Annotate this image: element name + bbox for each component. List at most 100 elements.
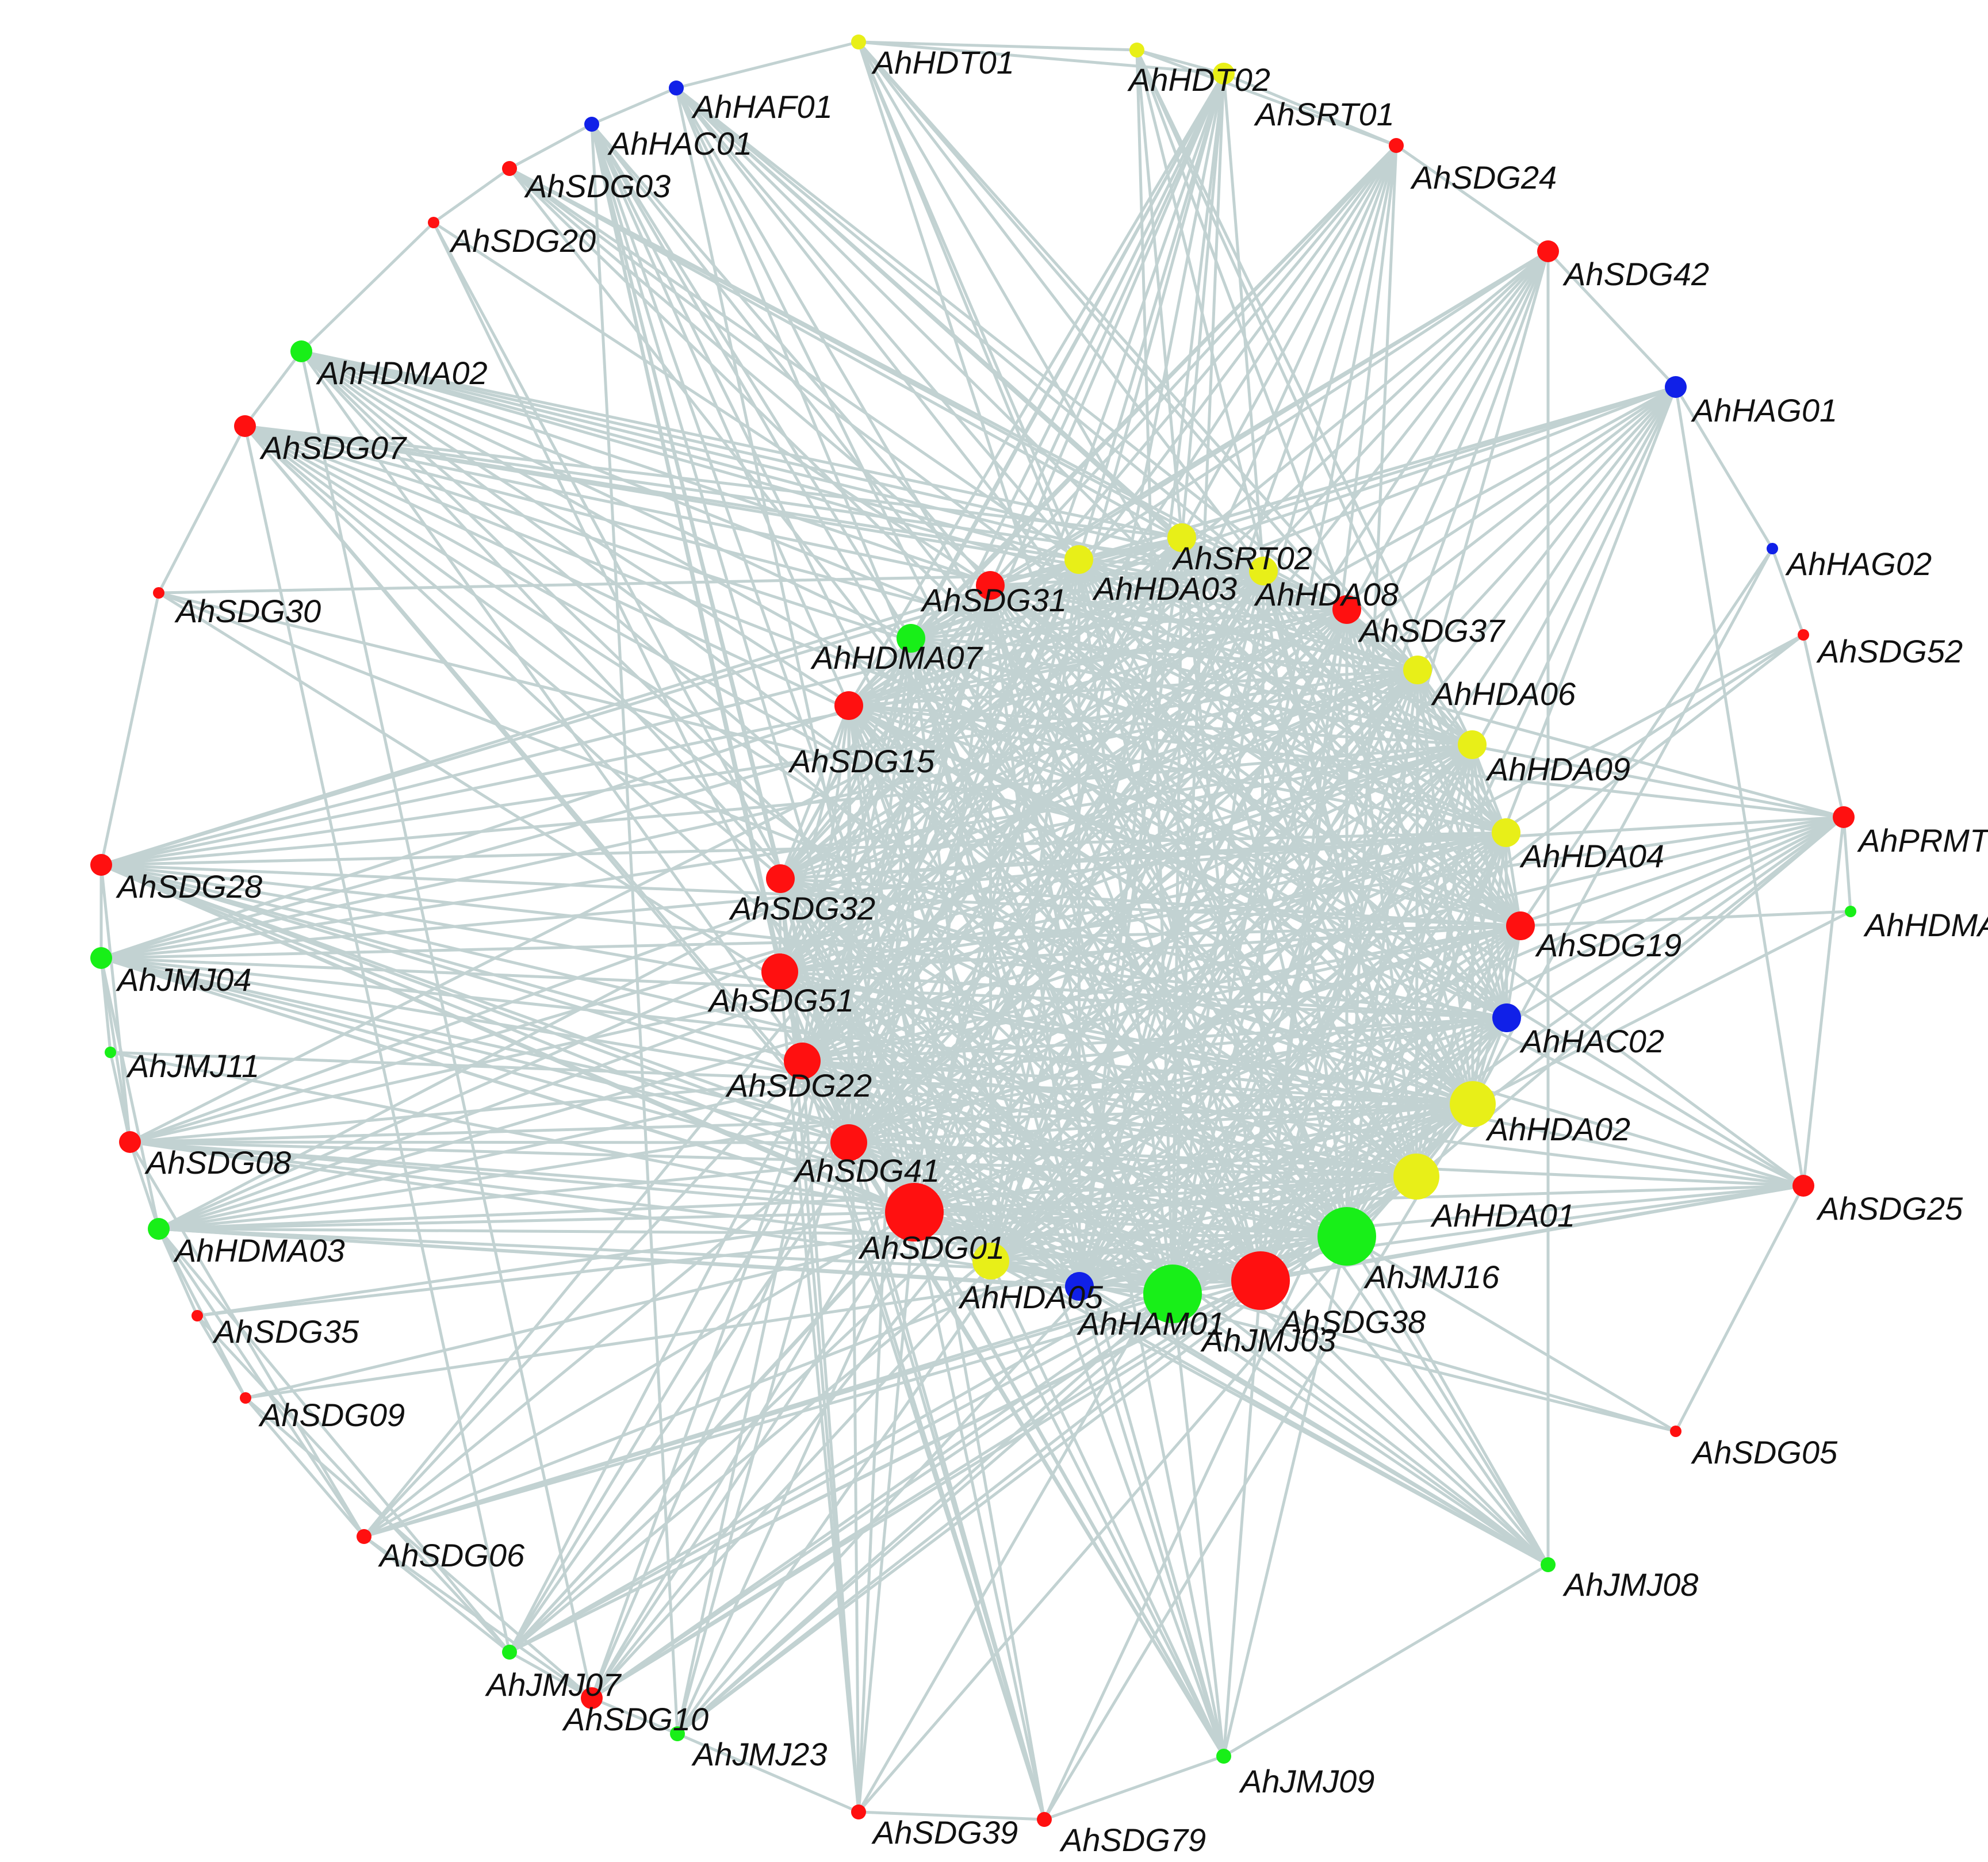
edge-AhJMJ07-AhSDG38 xyxy=(508,1279,1262,1654)
node-AhJMJ09[interactable] xyxy=(1216,1749,1231,1764)
edge-AhHDT01-AhHAF01 xyxy=(676,40,859,90)
node-AhSDG01[interactable] xyxy=(885,1183,944,1242)
node-AhJMJ03[interactable] xyxy=(1143,1265,1202,1323)
node-AhSDG39[interactable] xyxy=(851,1804,866,1819)
edge-AhSDG22-AhHDA04 xyxy=(802,831,1507,1063)
node-AhSRT02[interactable] xyxy=(1167,523,1196,552)
node-AhHDA08[interactable] xyxy=(1249,557,1278,585)
edge-AhSDG42-AhJMJ03 xyxy=(1171,251,1550,1294)
node-AhHDT02[interactable] xyxy=(1129,43,1144,58)
edge-AhSDG06-AhSRT02 xyxy=(363,537,1183,1538)
edge-AhJMJ23-AhJMJ03 xyxy=(676,1293,1174,1735)
edge-AhJMJ09-AhSDG01 xyxy=(913,1211,1225,1757)
edge-AhSDG28-AhSDG37 xyxy=(101,608,1347,867)
node-AhJMJ07[interactable] xyxy=(502,1645,517,1660)
node-AhSDG35[interactable] xyxy=(191,1310,203,1321)
node-AhHDT01[interactable] xyxy=(851,35,866,49)
edge-AhHDMA02-AhHDA04 xyxy=(301,350,1507,834)
node-AhSDG79[interactable] xyxy=(1037,1812,1052,1827)
node-AhHDMA07[interactable] xyxy=(897,624,925,653)
node-AhHDA01[interactable] xyxy=(1393,1154,1439,1200)
node-AhSDG06[interactable] xyxy=(357,1529,371,1544)
node-label-AhHAG02: AhHAG02 xyxy=(1785,546,1932,582)
node-AhHDMA04[interactable] xyxy=(1845,906,1856,917)
node-AhSDG09[interactable] xyxy=(240,1392,251,1404)
node-AhSDG51[interactable] xyxy=(761,953,798,990)
node-AhJMJ23[interactable] xyxy=(670,1726,685,1741)
node-AhSDG52[interactable] xyxy=(1798,629,1809,641)
node-AhSDG05[interactable] xyxy=(1670,1426,1681,1437)
edge-AhSDG07-AhSDG41 xyxy=(244,425,850,1144)
edge-AhSDG08-AhJMJ16 xyxy=(129,1140,1347,1238)
node-AhSDG22[interactable] xyxy=(784,1043,821,1079)
node-label-AhSRT01: AhSRT01 xyxy=(1254,96,1395,132)
edge-AhHDMA02-AhHDA03 xyxy=(301,350,1079,561)
edge-AhJMJ04-AhHAC02 xyxy=(101,956,1507,1020)
edge-AhJMJ08-AhSDG31 xyxy=(989,584,1550,1566)
node-label-AhHDA06: AhHDA06 xyxy=(1431,676,1576,712)
edge-AhHAF01-AhHDA03 xyxy=(675,87,1080,561)
node-label-AhHDT02: AhHDT02 xyxy=(1127,62,1270,98)
edge-AhSDG08-AhSDG06 xyxy=(128,1141,366,1538)
node-AhHAC02[interactable] xyxy=(1492,1003,1521,1032)
node-AhHDMA03[interactable] xyxy=(148,1218,170,1240)
edge-AhSDG30-AhSDG28 xyxy=(99,592,160,865)
node-AhHDA05[interactable] xyxy=(972,1243,1009,1279)
node-AhSDG32[interactable] xyxy=(766,864,795,893)
node-AhSDG15[interactable] xyxy=(834,691,863,720)
edge-AhHDMA02-AhHDA08 xyxy=(301,350,1264,573)
node-AhSDG41[interactable] xyxy=(830,1124,867,1161)
node-AhSDG20[interactable] xyxy=(428,217,439,228)
edge-AhHDT01-AhHDA08 xyxy=(857,41,1265,572)
node-AhSDG08[interactable] xyxy=(119,1131,141,1153)
node-AhSDG07[interactable] xyxy=(234,415,256,437)
edge-AhSDG03-AhHDA02 xyxy=(508,167,1474,1105)
node-AhHDMA02[interactable] xyxy=(290,340,312,362)
node-label-AhPRMT01: AhPRMT01 xyxy=(1857,822,1988,859)
node-AhJMJ04[interactable] xyxy=(90,947,112,969)
node-AhHDA02[interactable] xyxy=(1450,1081,1496,1127)
node-AhHAG01[interactable] xyxy=(1665,376,1687,398)
node-AhSDG38[interactable] xyxy=(1231,1251,1290,1310)
node-AhHAC01[interactable] xyxy=(584,117,599,132)
node-AhJMJ11[interactable] xyxy=(105,1047,116,1058)
edge-AhSDG20-AhSDG31 xyxy=(432,221,991,587)
node-AhHDA09[interactable] xyxy=(1458,730,1487,759)
node-AhPRMT01[interactable] xyxy=(1833,806,1855,828)
node-AhSDG24[interactable] xyxy=(1389,138,1404,153)
edge-AhHAC01-AhSDG31 xyxy=(591,123,991,587)
node-AhJMJ08[interactable] xyxy=(1541,1557,1556,1572)
edge-AhHAG01-AhJMJ16 xyxy=(1345,386,1677,1237)
node-AhHDA06[interactable] xyxy=(1403,656,1432,684)
node-AhSDG28[interactable] xyxy=(90,854,112,876)
edge-AhHDMA04-AhHDA02 xyxy=(1472,910,1852,1106)
node-AhHDA03[interactable] xyxy=(1064,545,1093,574)
node-AhHAM01[interactable] xyxy=(1065,1272,1094,1301)
node-AhSDG03[interactable] xyxy=(502,161,517,176)
edge-AhJMJ09-AhHAM01 xyxy=(1078,1286,1225,1757)
node-AhJMJ16[interactable] xyxy=(1317,1207,1376,1266)
node-AhHAG02[interactable] xyxy=(1767,543,1778,554)
edge-AhPRMT01-AhSDG22 xyxy=(802,815,1844,1063)
node-AhSDG30[interactable] xyxy=(153,587,164,599)
node-AhSDG10[interactable] xyxy=(581,1687,603,1709)
node-AhSDG31[interactable] xyxy=(976,571,1005,600)
node-AhSDG19[interactable] xyxy=(1506,911,1535,940)
node-AhSDG37[interactable] xyxy=(1332,595,1361,624)
edge-AhSDG39-AhSDG79 xyxy=(858,1810,1045,1821)
edge-AhSDG52-AhSDG41 xyxy=(848,633,1805,1144)
node-AhSDG42[interactable] xyxy=(1537,240,1559,262)
edge-AhHDMA04-AhSDG19 xyxy=(1520,910,1851,928)
node-AhSDG25[interactable] xyxy=(1792,1175,1814,1197)
edge-AhSDG07-AhSDG19 xyxy=(244,424,1521,928)
node-label-AhSDG22: AhSDG22 xyxy=(725,1067,872,1104)
edge-AhJMJ04-AhHDA09 xyxy=(101,743,1473,960)
edge-AhJMJ23-AhHDMA07 xyxy=(676,638,913,1734)
edge-AhJMJ08-AhJMJ03 xyxy=(1171,1292,1549,1566)
node-AhHAF01[interactable] xyxy=(669,81,684,95)
node-AhSRT01[interactable] xyxy=(1213,63,1235,85)
edge-AhSDG06-AhSDG10 xyxy=(363,1535,593,1700)
node-label-AhJMJ11: AhJMJ11 xyxy=(126,1048,259,1084)
node-AhHDA04[interactable] xyxy=(1492,818,1520,847)
